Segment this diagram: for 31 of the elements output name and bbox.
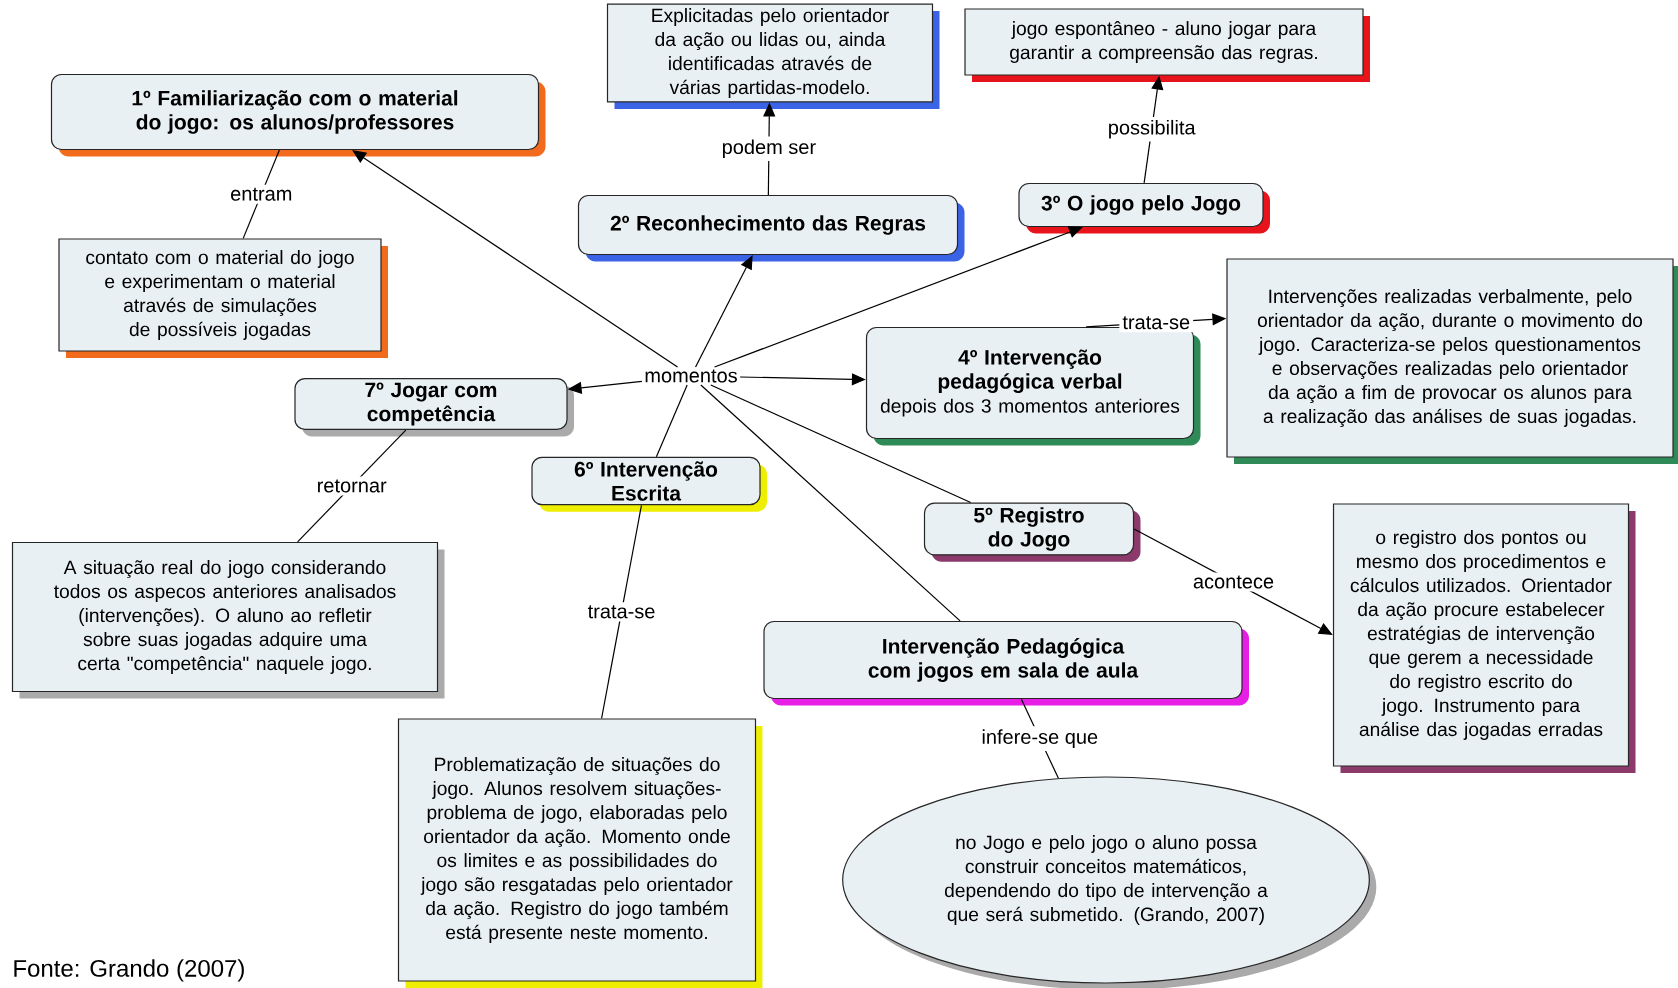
description-box: Intervenções realizadas verbalmente, pelo orientador da ação, durante o movimento do jogo. Caracteriza-se pelos questionamentos e observações realizadas pelo orientador da ação a fim de provocar os alunos para a realização das análises de suas jogadas. (1226, 258, 1678, 464)
description-box: A situação real do jogo considerando todos os aspecos anteriores analisados (intervenções). O aluno ao refletir sobre suas jogadas adquire uma certa "competência" naquele jogo. (11, 541, 445, 699)
concept-box: Intervenção Pedagógica com jogos em sala de aula (763, 620, 1249, 706)
arrow (352, 150, 679, 368)
connector-line (601, 504, 643, 719)
description-box: contato com o material do jogo e experimentam o material através de simulações de possíveis jogadas (58, 238, 388, 358)
concept-box: 3º O jogo pelo Jogo (1018, 182, 1270, 234)
concept-box: 1º Familiarização com o material do jogo: os alunos/professores (50, 73, 546, 157)
source-note: Fonte: Grando (2007) (14, 959, 244, 982)
edge-label: podem ser (718, 136, 820, 162)
edge-label: acontece (1189, 572, 1278, 592)
edge-label: trata-se (1119, 313, 1194, 333)
concept-box: 5º Registro do Jogo (923, 502, 1141, 562)
edge-label: retornar (313, 476, 390, 496)
connector-line (700, 384, 961, 622)
concept-box: 2º Reconhecimento das Regras (577, 194, 965, 262)
linking-phrase: momentos (642, 367, 740, 385)
edge-label: entram (227, 184, 296, 204)
arrow (694, 255, 753, 368)
arrow (714, 226, 1083, 368)
connector-line (655, 384, 688, 458)
description-box: o registro dos pontos ou mesmo dos procedimentos e cálculos utilizados. Orientador da ação procure estabelecer estratégias de intervenção que gerem a necessidade do registro escrito do jogo. Instrumento para análise das jogadas erradas (1332, 503, 1636, 773)
description-box: Problematização de situações do jogo. Alunos resolvem situações-problema de jogo, elaboradas pelo orientador da ação. Momento onde os limites e as possibilidades do jogo são resgatadas pelo orientador da ação. Registro do jogo também está presente neste momento. (397, 718, 763, 988)
description-box: Explicitadas pelo orientador da ação ou lidas ou, ainda identificadas através de várias partidas-modelo. (606, 3, 940, 109)
connector-line (710, 384, 972, 504)
concept-box: 6º Intervenção Escrita (531, 456, 767, 512)
edge-label: infere-se que (978, 726, 1102, 751)
concept-box: 7º Jogar com competência (294, 377, 574, 437)
description-box: jogo espontâneo - aluno jogar para garantir a compreensão das regras. (964, 8, 1370, 82)
edge-label: trata-se (584, 602, 659, 622)
edge-label: possibilita (1104, 116, 1199, 142)
